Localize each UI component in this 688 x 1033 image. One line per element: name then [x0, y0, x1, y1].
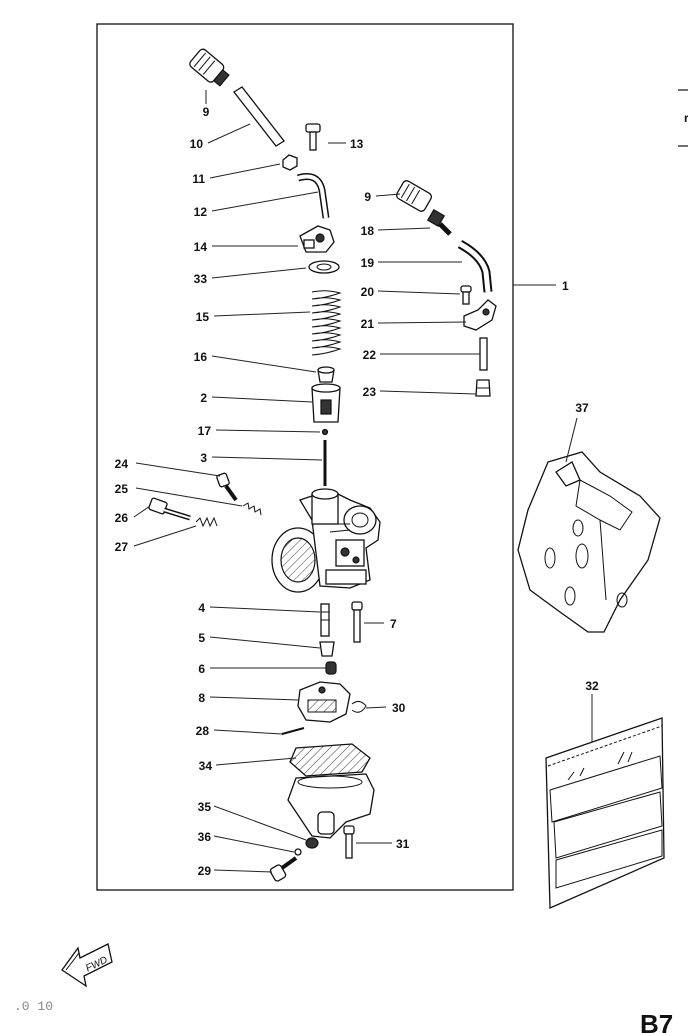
part-10-cap — [233, 86, 285, 147]
image-code: .0 10 — [14, 999, 53, 1014]
callout-24: 24 — [115, 457, 129, 471]
part-5-main-jet — [319, 641, 335, 657]
part-17-clip — [321, 428, 329, 436]
callout-4: 4 — [198, 601, 205, 615]
part-30-clip — [351, 700, 367, 713]
float-chamber — [287, 773, 375, 839]
part-16-spring-seat — [317, 366, 335, 383]
callout-29: 29 — [198, 864, 212, 878]
callout-8: 8 — [198, 691, 205, 705]
callout-3: 3 — [200, 451, 207, 465]
part-33-gasket — [308, 260, 340, 274]
part-22-starter-plunger — [479, 337, 488, 371]
callout-30: 30 — [392, 701, 406, 715]
part-32-gasket-set-bag — [545, 717, 665, 909]
callout-7: 7 — [390, 617, 397, 631]
fwd-arrow-icon: FWD — [61, 943, 113, 988]
callout-35: 35 — [198, 800, 212, 814]
part-15-spring — [311, 290, 342, 356]
callout-17: 17 — [198, 424, 212, 438]
callout-15: 15 — [196, 310, 210, 324]
callout-21: 21 — [361, 317, 375, 331]
part-18-adjuster-nut — [426, 208, 452, 236]
callout-9-right: 9 — [364, 190, 371, 204]
part-35-washer — [305, 837, 319, 849]
part-21-starter-holder — [463, 299, 497, 331]
callout-31: 31 — [396, 837, 410, 851]
callout-12: 12 — [194, 205, 208, 219]
callout-32: 32 — [585, 679, 599, 693]
part-7-screw — [351, 601, 363, 643]
callout-25: 25 — [115, 482, 129, 496]
page-edge-marks: r — [678, 89, 688, 147]
callout-1: 1 — [562, 279, 569, 293]
part-6-washer — [325, 661, 337, 675]
callout-2: 2 — [200, 391, 207, 405]
assembly-frame — [96, 23, 514, 891]
part-8-float — [297, 681, 351, 723]
part-19-starter-cable-tube — [457, 240, 493, 293]
corner-label: B7 — [640, 1009, 673, 1033]
part-23-plunger-cap — [475, 379, 491, 397]
part-25-spring — [242, 502, 262, 516]
callout-6: 6 — [198, 662, 205, 676]
callout-16: 16 — [194, 350, 208, 364]
part-29-drain-screw — [269, 856, 298, 882]
callout-5: 5 — [198, 631, 205, 645]
callout-18: 18 — [361, 224, 375, 238]
part-4-needle-jet — [320, 603, 330, 637]
part-9-cable-adjuster-left — [189, 48, 230, 87]
part-11-nut — [282, 154, 298, 171]
part-27-spring — [195, 516, 218, 528]
callout-26: 26 — [115, 511, 129, 525]
callout-9-left: 9 — [203, 105, 210, 119]
callout-14: 14 — [194, 240, 208, 254]
callout-11: 11 — [192, 172, 205, 186]
part-26-throttle-stop-screw — [148, 497, 191, 521]
part-36-oring — [294, 848, 302, 856]
callout-19: 19 — [361, 256, 375, 270]
callout-13: 13 — [350, 137, 364, 151]
callout-10: 10 — [190, 137, 204, 151]
callout-36: 36 — [198, 830, 212, 844]
part-20-screw — [460, 285, 472, 305]
part-14-holder — [299, 225, 335, 253]
callout-22: 22 — [363, 348, 377, 362]
callout-20: 20 — [361, 285, 375, 299]
part-13-screw — [305, 123, 321, 151]
leader-lines — [133, 90, 593, 873]
part-9-cable-adjuster-right — [395, 180, 433, 212]
callout-27: 27 — [115, 540, 129, 554]
part-37-insulator — [517, 451, 661, 633]
callout-33: 33 — [194, 272, 208, 286]
svg-text:r: r — [684, 111, 688, 125]
callout-23: 23 — [363, 385, 377, 399]
part-34-float-chamber-gasket — [289, 743, 371, 777]
part-12-plunger-cap — [296, 173, 330, 219]
carburetor-body — [271, 488, 381, 593]
part-2-throttle-valve — [311, 383, 341, 423]
callout-34: 34 — [199, 759, 213, 773]
part-31-screw — [343, 825, 355, 859]
part-24-pilot-screw — [216, 472, 238, 502]
callout-numbers: 9 10 13 11 12 14 33 15 16 2 17 3 24 25 2… — [115, 105, 599, 878]
callout-37: 37 — [575, 401, 589, 415]
callout-28: 28 — [196, 724, 210, 738]
part-28-float-pin — [281, 727, 305, 735]
